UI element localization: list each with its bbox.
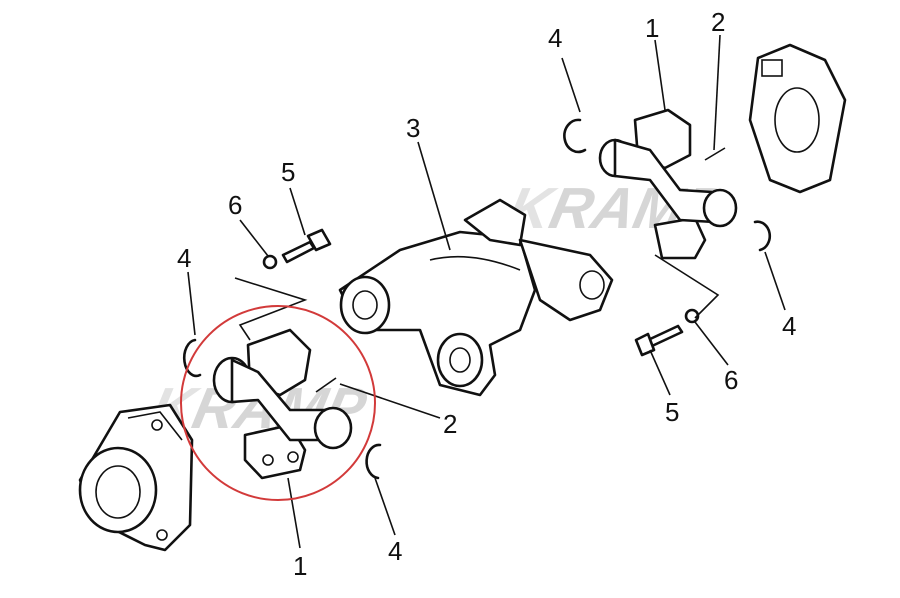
label-shaft: 3: [406, 113, 420, 143]
left-spider-assembly: [212, 328, 353, 480]
snap-ring-left-upper: [182, 338, 202, 378]
label-right-snap-ring: 4: [782, 311, 796, 341]
snap-ring-right: [753, 220, 771, 252]
bolt-left: [281, 228, 332, 264]
right-spider-assembly: [598, 108, 738, 260]
label-left-grease-fitting: 2: [443, 409, 457, 439]
left-flange-yoke: [78, 403, 194, 552]
right-flange-yoke: [748, 43, 847, 194]
label-left-washer: 6: [228, 190, 242, 220]
label-left-bolt: 5: [281, 157, 295, 187]
label-top-snap-ring: 4: [548, 23, 562, 53]
washer-left: [262, 254, 278, 270]
label-top-grease-fitting: 2: [711, 7, 725, 37]
label-left-snap-ring-lower: 4: [388, 536, 402, 566]
label-top-spider: 1: [645, 13, 659, 43]
label-right-washer: 6: [724, 365, 738, 395]
bolt-right: [634, 324, 684, 357]
snap-ring-left-lower: [365, 443, 382, 480]
leader-lines: [187, 34, 786, 549]
label-left-snap-ring-upper: 4: [177, 243, 191, 273]
label-right-bolt: 5: [665, 397, 679, 427]
shaft: [338, 198, 614, 397]
snap-ring-top: [563, 118, 587, 154]
label-left-spider: 1: [293, 551, 307, 581]
highlight-circle: [180, 305, 376, 501]
